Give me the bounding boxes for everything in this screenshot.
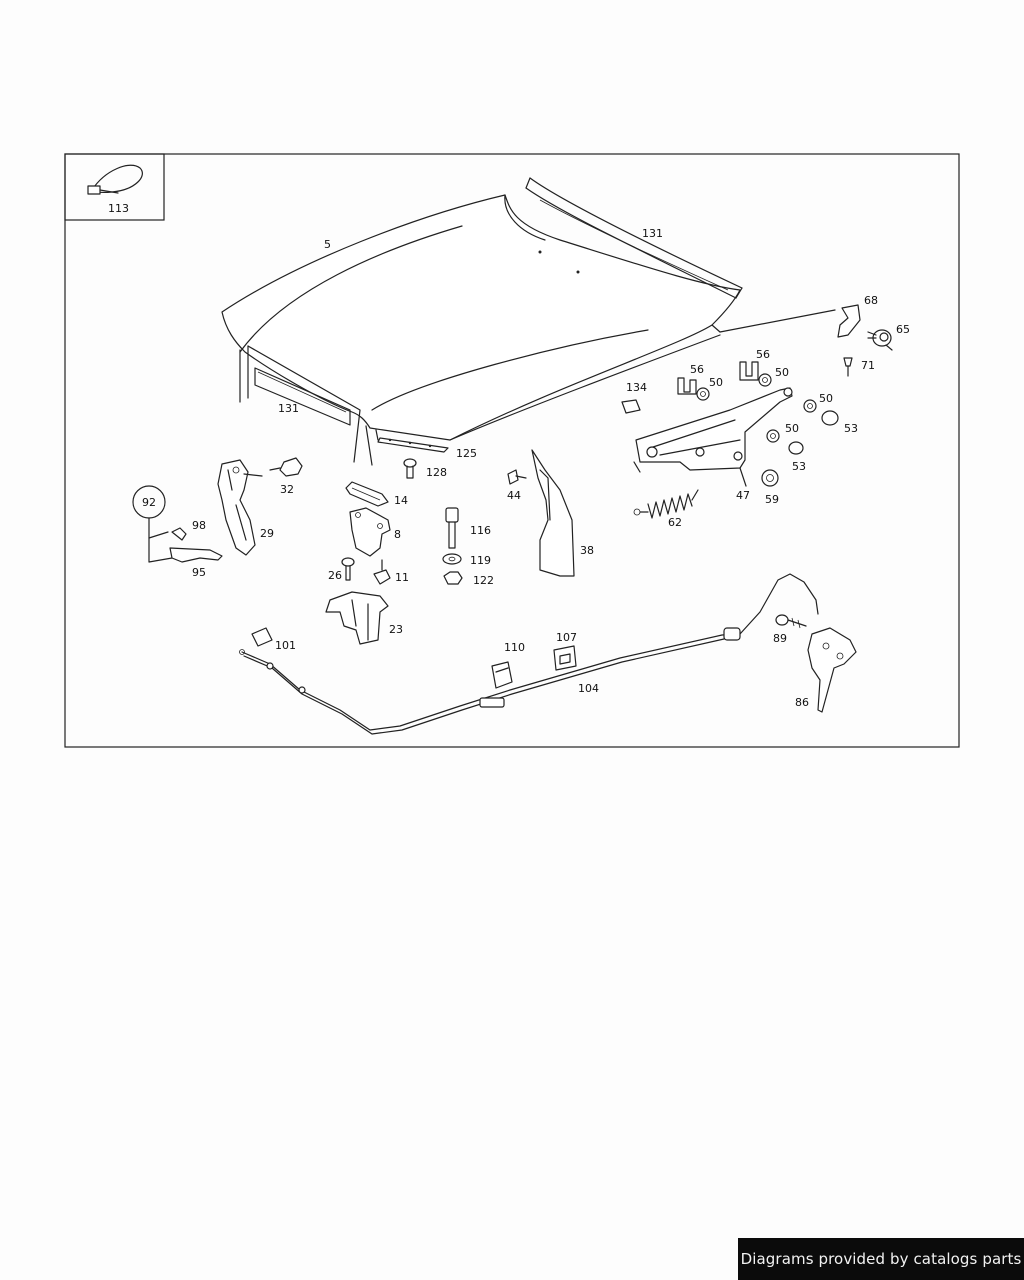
part-92-callout	[132, 485, 173, 563]
callout-50-c: 50	[819, 392, 833, 405]
callout-labels: 113 5 131 131 68 65 71 56 56 50 50 50 50…	[108, 202, 910, 709]
credit-banner: Diagrams provided by catalogs parts	[738, 1238, 1024, 1280]
part-50-bushings	[696, 373, 817, 443]
callout-32: 32	[280, 483, 294, 496]
part-86-handle	[807, 627, 857, 713]
part-113-cable-tie	[87, 164, 143, 195]
callout-89: 89	[773, 632, 787, 645]
callout-53-a: 53	[844, 422, 858, 435]
callout-95: 95	[192, 566, 206, 579]
part-11-screw	[373, 559, 391, 585]
callout-56-a: 56	[690, 363, 704, 376]
callout-131-top: 131	[642, 227, 663, 240]
callout-86: 86	[795, 696, 809, 709]
inset-box	[64, 153, 165, 221]
part-29-lever	[217, 459, 263, 556]
callout-50-a: 50	[709, 376, 723, 389]
part-134-clip	[621, 399, 641, 414]
part-59-nut	[761, 469, 779, 487]
callout-29: 29	[260, 527, 274, 540]
part-89-screw	[775, 614, 807, 629]
callout-113: 113	[108, 202, 129, 215]
part-119-washer	[442, 553, 462, 565]
callout-92: 92	[142, 496, 156, 509]
diagram-frame	[64, 153, 960, 748]
part-71-screw	[843, 357, 853, 377]
callout-128: 128	[426, 466, 447, 479]
callout-11: 11	[395, 571, 409, 584]
callout-8: 8	[394, 528, 401, 541]
callout-98: 98	[192, 519, 206, 532]
part-110-clip	[491, 661, 513, 689]
callout-59: 59	[765, 493, 779, 506]
callout-5: 5	[324, 238, 331, 251]
callout-53-b: 53	[792, 460, 806, 473]
part-26-screw	[341, 557, 355, 581]
part-107-clip	[553, 645, 577, 671]
callout-116: 116	[470, 524, 491, 537]
callout-26: 26	[328, 569, 342, 582]
callout-65: 65	[896, 323, 910, 336]
part-104-cable	[239, 573, 819, 735]
part-56-clip-a	[677, 377, 697, 395]
callout-38: 38	[580, 544, 594, 557]
part-122-nut	[443, 571, 463, 585]
part-14-gasket	[345, 481, 389, 507]
callout-68: 68	[864, 294, 878, 307]
callout-44: 44	[507, 489, 521, 502]
part-128-clip	[403, 458, 417, 479]
callout-110: 110	[504, 641, 525, 654]
part-131-seal-front	[239, 345, 379, 466]
callout-122: 122	[473, 574, 494, 587]
callout-62: 62	[668, 516, 682, 529]
callout-14: 14	[394, 494, 408, 507]
part-125-strip	[377, 437, 449, 453]
callout-134: 134	[626, 381, 647, 394]
part-56-clip-b	[739, 361, 759, 381]
callout-47: 47	[736, 489, 750, 502]
part-116-bolt	[445, 507, 459, 549]
part-131-seal-top	[525, 177, 743, 299]
part-32-bolt	[269, 457, 303, 477]
callout-119: 119	[470, 554, 491, 567]
part-95-bracket	[169, 547, 223, 563]
part-68-bracket	[837, 304, 861, 338]
part-8-latch	[349, 507, 391, 557]
part-23-lock	[325, 591, 389, 645]
part-65-clip	[867, 329, 893, 351]
callout-50-d: 50	[785, 422, 799, 435]
callout-71: 71	[861, 359, 875, 372]
part-47-hinge	[633, 387, 793, 487]
callout-131-front: 131	[278, 402, 299, 415]
callout-125: 125	[456, 447, 477, 460]
part-5-hood	[221, 194, 836, 441]
part-53-caps	[788, 410, 839, 455]
callout-50-b: 50	[775, 366, 789, 379]
part-38-panel	[531, 449, 575, 577]
callout-101: 101	[275, 639, 296, 652]
part-44-screw	[507, 469, 527, 485]
part-101-clip	[251, 627, 273, 647]
part-98-clip	[171, 527, 187, 541]
callout-56-b: 56	[756, 348, 770, 361]
callout-23: 23	[389, 623, 403, 636]
part-62-spring	[633, 489, 699, 519]
callout-104: 104	[578, 682, 599, 695]
callout-107: 107	[556, 631, 577, 644]
